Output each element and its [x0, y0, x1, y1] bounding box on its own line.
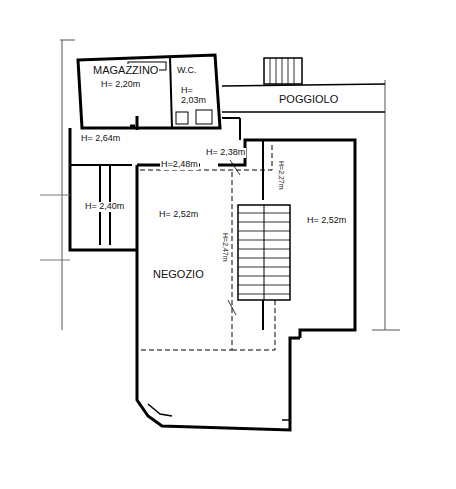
stair-step: [238, 222, 290, 223]
room-name: NEGOZIO: [152, 268, 205, 280]
height-label: H= 2,20m: [100, 80, 141, 90]
negozio-wall: [137, 165, 300, 430]
room-name: W.C.: [176, 66, 198, 76]
stair-step: [238, 231, 290, 232]
stair-step: [238, 249, 290, 250]
room-name: POGGIOLO: [278, 93, 339, 105]
poggiolo-edge: [222, 84, 385, 112]
height-label: H= 2,40m: [84, 202, 125, 212]
stair-step: [238, 294, 290, 295]
stair-step: [238, 213, 290, 214]
height-label: H=2,47m: [221, 232, 229, 263]
height-label: H= 2,03m: [180, 86, 212, 106]
height-label: H=2,27m: [277, 160, 285, 191]
stair-step: [238, 240, 290, 241]
height-label: H= 2,52m: [306, 216, 347, 226]
stair-step: [238, 285, 290, 286]
interior-stair: [238, 205, 290, 300]
magazzino-wall: [78, 55, 220, 128]
stair-step: [238, 267, 290, 268]
stair-step: [238, 258, 290, 259]
stair-step: [238, 276, 290, 277]
height-label: H=2,48m: [160, 160, 199, 170]
height-label: H= 2,64m: [80, 134, 121, 144]
height-label: H= 2,52m: [158, 210, 199, 220]
right-room-wall: [263, 140, 355, 338]
room-name: MAGAZZINO: [92, 64, 159, 76]
height-label: H= 2,38m: [205, 148, 246, 158]
